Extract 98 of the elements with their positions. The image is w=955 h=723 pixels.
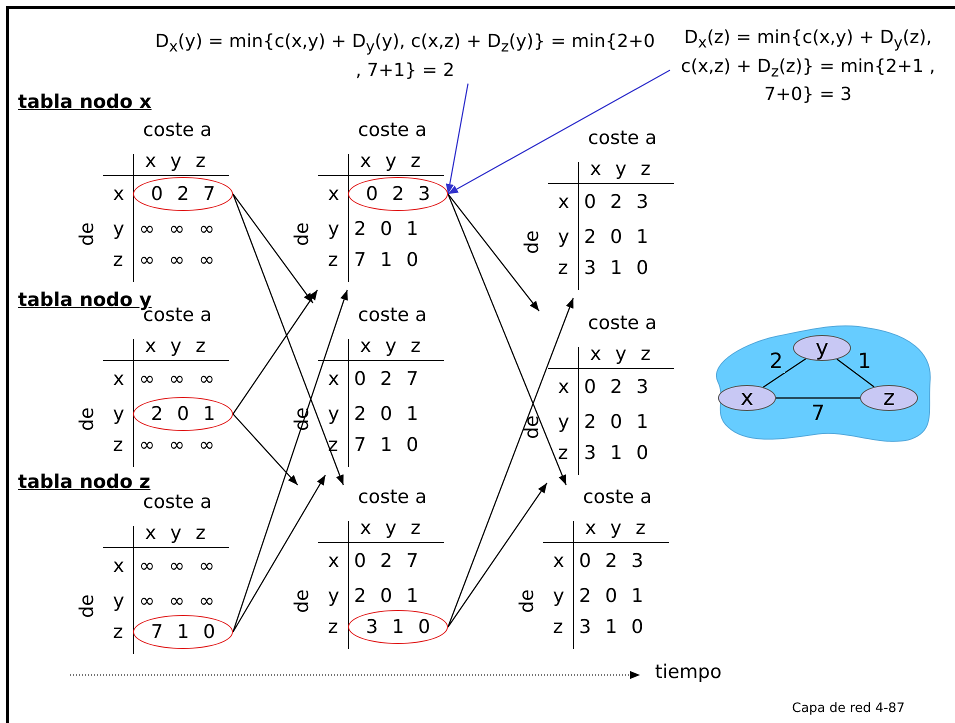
row-label: y <box>113 217 124 241</box>
row-label: z <box>113 620 123 644</box>
row-heading: de <box>520 230 544 254</box>
slide-footer: Capa de red 4-87 <box>792 697 905 721</box>
arrow <box>232 194 344 486</box>
table-row: 0 2 3 <box>584 190 648 214</box>
arrow <box>232 414 298 486</box>
arrow <box>447 298 574 628</box>
column-labels: x y z <box>145 521 206 545</box>
column-heading: coste a <box>588 126 657 150</box>
column-heading: coste a <box>143 118 212 142</box>
arrow <box>232 474 326 632</box>
row-label: y <box>328 402 340 426</box>
link-line <box>776 397 860 399</box>
column-labels: x y z <box>590 342 651 366</box>
column-heading: coste a <box>583 485 652 509</box>
row-heading: de <box>515 589 539 613</box>
formula-text: D$_{x}$(y) = min{c(x,y) + D$_{y}$(y), c(x,z) + D$_{z}$(y)} = min{2+0 , 7+1} = 2 <box>150 30 660 82</box>
row-label: z <box>113 248 123 272</box>
arrow <box>232 290 318 414</box>
circled-row: 2 0 1 <box>133 397 233 431</box>
row-label: x <box>328 367 340 391</box>
column-heading: coste a <box>358 303 427 327</box>
table-row: 0 2 3 <box>584 375 648 399</box>
row-label: z <box>113 433 123 457</box>
arrow <box>232 194 314 304</box>
row-label: y <box>558 225 570 249</box>
table-row: 3 1 0 <box>584 441 648 465</box>
column-labels: x y z <box>585 516 646 540</box>
leader-arrow <box>448 70 670 195</box>
link-line <box>762 358 806 388</box>
row-label: x <box>113 367 124 391</box>
link-line <box>836 358 874 388</box>
arrow <box>448 482 548 628</box>
circled-row: 7 1 0 <box>133 615 233 649</box>
column-labels: x y z <box>145 334 206 358</box>
table-row: 7 1 0 <box>354 248 418 272</box>
row-label: y <box>553 584 564 608</box>
row-label: x <box>553 549 564 573</box>
table-row: 0 2 3 <box>579 549 644 573</box>
row-label: y <box>113 402 124 426</box>
table-row: 2 0 1 <box>579 584 644 608</box>
row-label: x <box>113 554 124 578</box>
column-labels: x y z <box>360 334 421 358</box>
row-heading: de <box>75 407 99 431</box>
row-label: z <box>328 248 338 272</box>
table-row: 3 1 0 <box>584 256 648 280</box>
table-row: 2 0 1 <box>584 225 648 249</box>
row-label: x <box>328 182 340 206</box>
table-row: 2 0 1 <box>354 217 418 241</box>
column-heading: coste a <box>358 118 427 142</box>
column-labels: x y z <box>360 149 421 173</box>
table-row: 2 0 1 <box>354 584 418 608</box>
row-label: x <box>558 190 570 214</box>
axis-label: tiempo <box>655 660 722 684</box>
arrow <box>232 290 348 632</box>
table-row: ∞ ∞ ∞ <box>139 248 215 272</box>
row-label: y <box>328 584 340 608</box>
formula-text: D$_{x}$(z) = min{c(x,y) + D$_{y}$(z), c(x,z) + D$_{z}$(z)} = min{2+1 , 7+0} = 3 <box>668 26 948 106</box>
table-row: ∞ ∞ ∞ <box>139 217 215 241</box>
row-label: z <box>328 615 338 639</box>
row-heading: de <box>75 222 99 246</box>
row-label: z <box>558 256 568 280</box>
row-label: x <box>113 182 124 206</box>
leader-arrow <box>446 83 469 194</box>
column-labels: x y z <box>145 149 206 173</box>
table-row: 7 1 0 <box>354 433 418 457</box>
table-row: 0 2 7 <box>354 367 418 391</box>
node-table-title: tabla nodo x <box>18 90 152 114</box>
circled-row: 3 1 0 <box>348 610 448 644</box>
row-label: z <box>328 433 338 457</box>
table-row: ∞ ∞ ∞ <box>139 433 215 457</box>
arrow <box>448 194 540 312</box>
table-row: 2 0 1 <box>354 402 418 426</box>
row-label: y <box>328 217 340 241</box>
arrow <box>447 194 567 486</box>
table-row: ∞ ∞ ∞ <box>139 589 215 613</box>
row-label: z <box>558 441 568 465</box>
row-label: y <box>113 589 124 613</box>
column-heading: coste a <box>358 485 427 509</box>
row-label: x <box>558 375 570 399</box>
table-row: ∞ ∞ ∞ <box>139 367 215 391</box>
row-label: y <box>558 410 570 434</box>
circled-row: 0 2 7 <box>133 177 233 211</box>
table-row: 3 1 0 <box>579 615 644 639</box>
column-heading: coste a <box>588 311 657 335</box>
table-row: 2 0 1 <box>584 410 648 434</box>
row-heading: de <box>290 589 314 613</box>
row-heading: de <box>75 594 99 618</box>
row-label: x <box>328 549 340 573</box>
column-labels: x y z <box>590 157 651 181</box>
row-heading: de <box>520 415 544 439</box>
row-heading: de <box>290 222 314 246</box>
circled-row: 0 2 3 <box>348 177 448 211</box>
table-row: ∞ ∞ ∞ <box>139 554 215 578</box>
column-labels: x y z <box>360 516 421 540</box>
row-label: z <box>553 615 563 639</box>
table-row: 0 2 7 <box>354 549 418 573</box>
